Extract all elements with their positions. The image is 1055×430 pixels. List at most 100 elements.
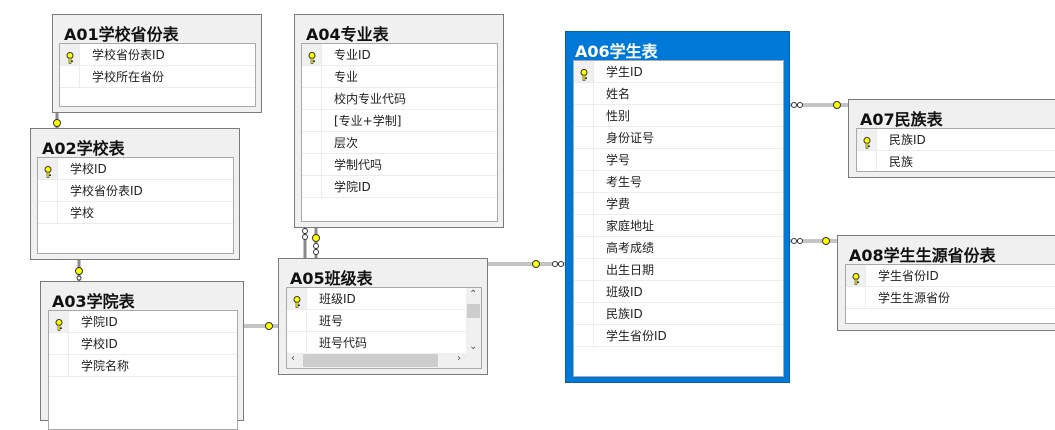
row-selector[interactable]: [846, 287, 866, 308]
column-row[interactable]: 学生生源省份: [846, 287, 1055, 309]
column-row[interactable]: 学生省份ID: [846, 265, 1055, 287]
column-row[interactable]: 家庭地址: [574, 215, 783, 237]
column-row[interactable]: 学生省份ID: [574, 325, 783, 347]
column-row[interactable]: 学制代吗: [302, 154, 497, 176]
table-title[interactable]: A06学生表: [575, 42, 658, 61]
table-title[interactable]: A05班级表: [290, 269, 373, 288]
row-selector[interactable]: [287, 310, 307, 331]
table-title[interactable]: A04专业表: [306, 25, 389, 44]
row-selector[interactable]: [302, 132, 322, 153]
table-a08[interactable]: A08学生生源省份表学生省份ID 学生生源省份: [837, 235, 1055, 331]
column-row[interactable]: 班号代码: [287, 332, 481, 354]
column-row[interactable]: 学校ID: [49, 333, 237, 355]
row-selector[interactable]: [574, 171, 594, 192]
column-name: 民族: [889, 155, 914, 169]
row-selector[interactable]: [574, 83, 594, 104]
column-row[interactable]: 民族ID: [857, 129, 1055, 151]
row-selector[interactable]: [49, 333, 69, 354]
column-row[interactable]: 学校省份表ID: [38, 180, 233, 202]
column-row[interactable]: 学校所在省份: [60, 66, 255, 88]
row-selector[interactable]: [287, 288, 307, 309]
column-row[interactable]: 学校: [38, 202, 233, 224]
row-selector[interactable]: [857, 151, 877, 171]
row-selector[interactable]: [302, 66, 322, 87]
column-row[interactable]: 层次: [302, 132, 497, 154]
row-selector[interactable]: [49, 355, 69, 376]
row-selector[interactable]: [302, 154, 322, 175]
row-selector[interactable]: [302, 88, 322, 109]
column-row[interactable]: 专业ID: [302, 44, 497, 66]
column-name: 校内专业代码: [334, 92, 407, 106]
row-selector[interactable]: [857, 129, 877, 150]
table-title[interactable]: A08学生生源省份表: [849, 246, 996, 265]
row-selector[interactable]: [574, 149, 594, 170]
row-selector[interactable]: [574, 193, 594, 214]
row-selector[interactable]: [574, 105, 594, 126]
row-selector[interactable]: [574, 303, 594, 324]
column-grid: 学生省份ID 学生生源省份: [845, 264, 1055, 324]
column-row[interactable]: 专业: [302, 66, 497, 88]
column-row[interactable]: 学生ID: [574, 61, 783, 83]
row-selector[interactable]: [574, 259, 594, 280]
column-row[interactable]: 民族: [857, 151, 1055, 171]
row-selector[interactable]: [60, 44, 80, 65]
column-row[interactable]: 性别: [574, 105, 783, 127]
table-a07[interactable]: A07民族表民族ID 民族: [848, 99, 1055, 178]
column-row[interactable]: 学院ID: [302, 176, 497, 198]
column-row[interactable]: 学院名称: [49, 355, 237, 377]
vertical-scrollbar[interactable]: ⌃⌄: [466, 288, 481, 353]
scroll-thumb[interactable]: [303, 354, 438, 367]
table-title[interactable]: A03学院表: [52, 292, 135, 311]
column-row[interactable]: 民族ID: [574, 303, 783, 325]
row-selector[interactable]: [38, 158, 58, 179]
column-row[interactable]: 学校省份表ID: [60, 44, 255, 66]
row-selector[interactable]: [287, 332, 307, 353]
column-name: 专业: [334, 70, 359, 84]
column-row[interactable]: 学号: [574, 149, 783, 171]
row-selector[interactable]: [38, 180, 58, 201]
column-row[interactable]: 班号: [287, 310, 481, 332]
column-row[interactable]: [专业+学制]: [302, 110, 497, 132]
row-selector[interactable]: [574, 215, 594, 236]
row-selector[interactable]: [574, 127, 594, 148]
column-row[interactable]: 学校ID: [38, 158, 233, 180]
row-selector[interactable]: [846, 265, 866, 286]
scroll-thumb[interactable]: [467, 304, 480, 318]
row-selector[interactable]: [574, 325, 594, 346]
row-selector[interactable]: [302, 44, 322, 65]
scroll-down-icon[interactable]: ⌄: [469, 341, 478, 352]
horizontal-scrollbar[interactable]: ‹›: [287, 353, 481, 368]
column-row[interactable]: 出生日期: [574, 259, 783, 281]
table-title[interactable]: A02学校表: [42, 139, 125, 158]
column-row[interactable]: 高考成绩: [574, 237, 783, 259]
row-selector[interactable]: [574, 281, 594, 302]
row-selector[interactable]: [60, 66, 80, 87]
column-row[interactable]: 班级ID: [574, 281, 783, 303]
column-row[interactable]: 身份证号: [574, 127, 783, 149]
column-name: 学生生源省份: [878, 291, 951, 305]
column-row[interactable]: 学费: [574, 193, 783, 215]
row-selector[interactable]: [38, 202, 58, 223]
column-name: 高考成绩: [606, 241, 655, 255]
table-title[interactable]: A01学校省份表: [64, 25, 179, 44]
row-selector[interactable]: [574, 61, 594, 82]
column-row[interactable]: 班级ID: [287, 288, 481, 310]
column-row[interactable]: 校内专业代码: [302, 88, 497, 110]
row-selector[interactable]: [574, 237, 594, 258]
row-selector[interactable]: [302, 176, 322, 197]
scroll-up-icon[interactable]: ⌃: [469, 289, 478, 300]
scroll-right-icon[interactable]: ›: [457, 353, 461, 364]
column-row[interactable]: 学院ID: [49, 311, 237, 333]
column-row[interactable]: 考生号: [574, 171, 783, 193]
table-a04[interactable]: A04专业表专业ID 专业校内专业代码 [专业+学制]层次学制代吗学院ID: [294, 14, 504, 228]
scroll-left-icon[interactable]: ‹: [291, 353, 295, 364]
row-selector[interactable]: [302, 110, 322, 131]
column-row[interactable]: 姓名: [574, 83, 783, 105]
row-selector[interactable]: [49, 311, 69, 332]
table-title[interactable]: A07民族表: [860, 110, 943, 129]
